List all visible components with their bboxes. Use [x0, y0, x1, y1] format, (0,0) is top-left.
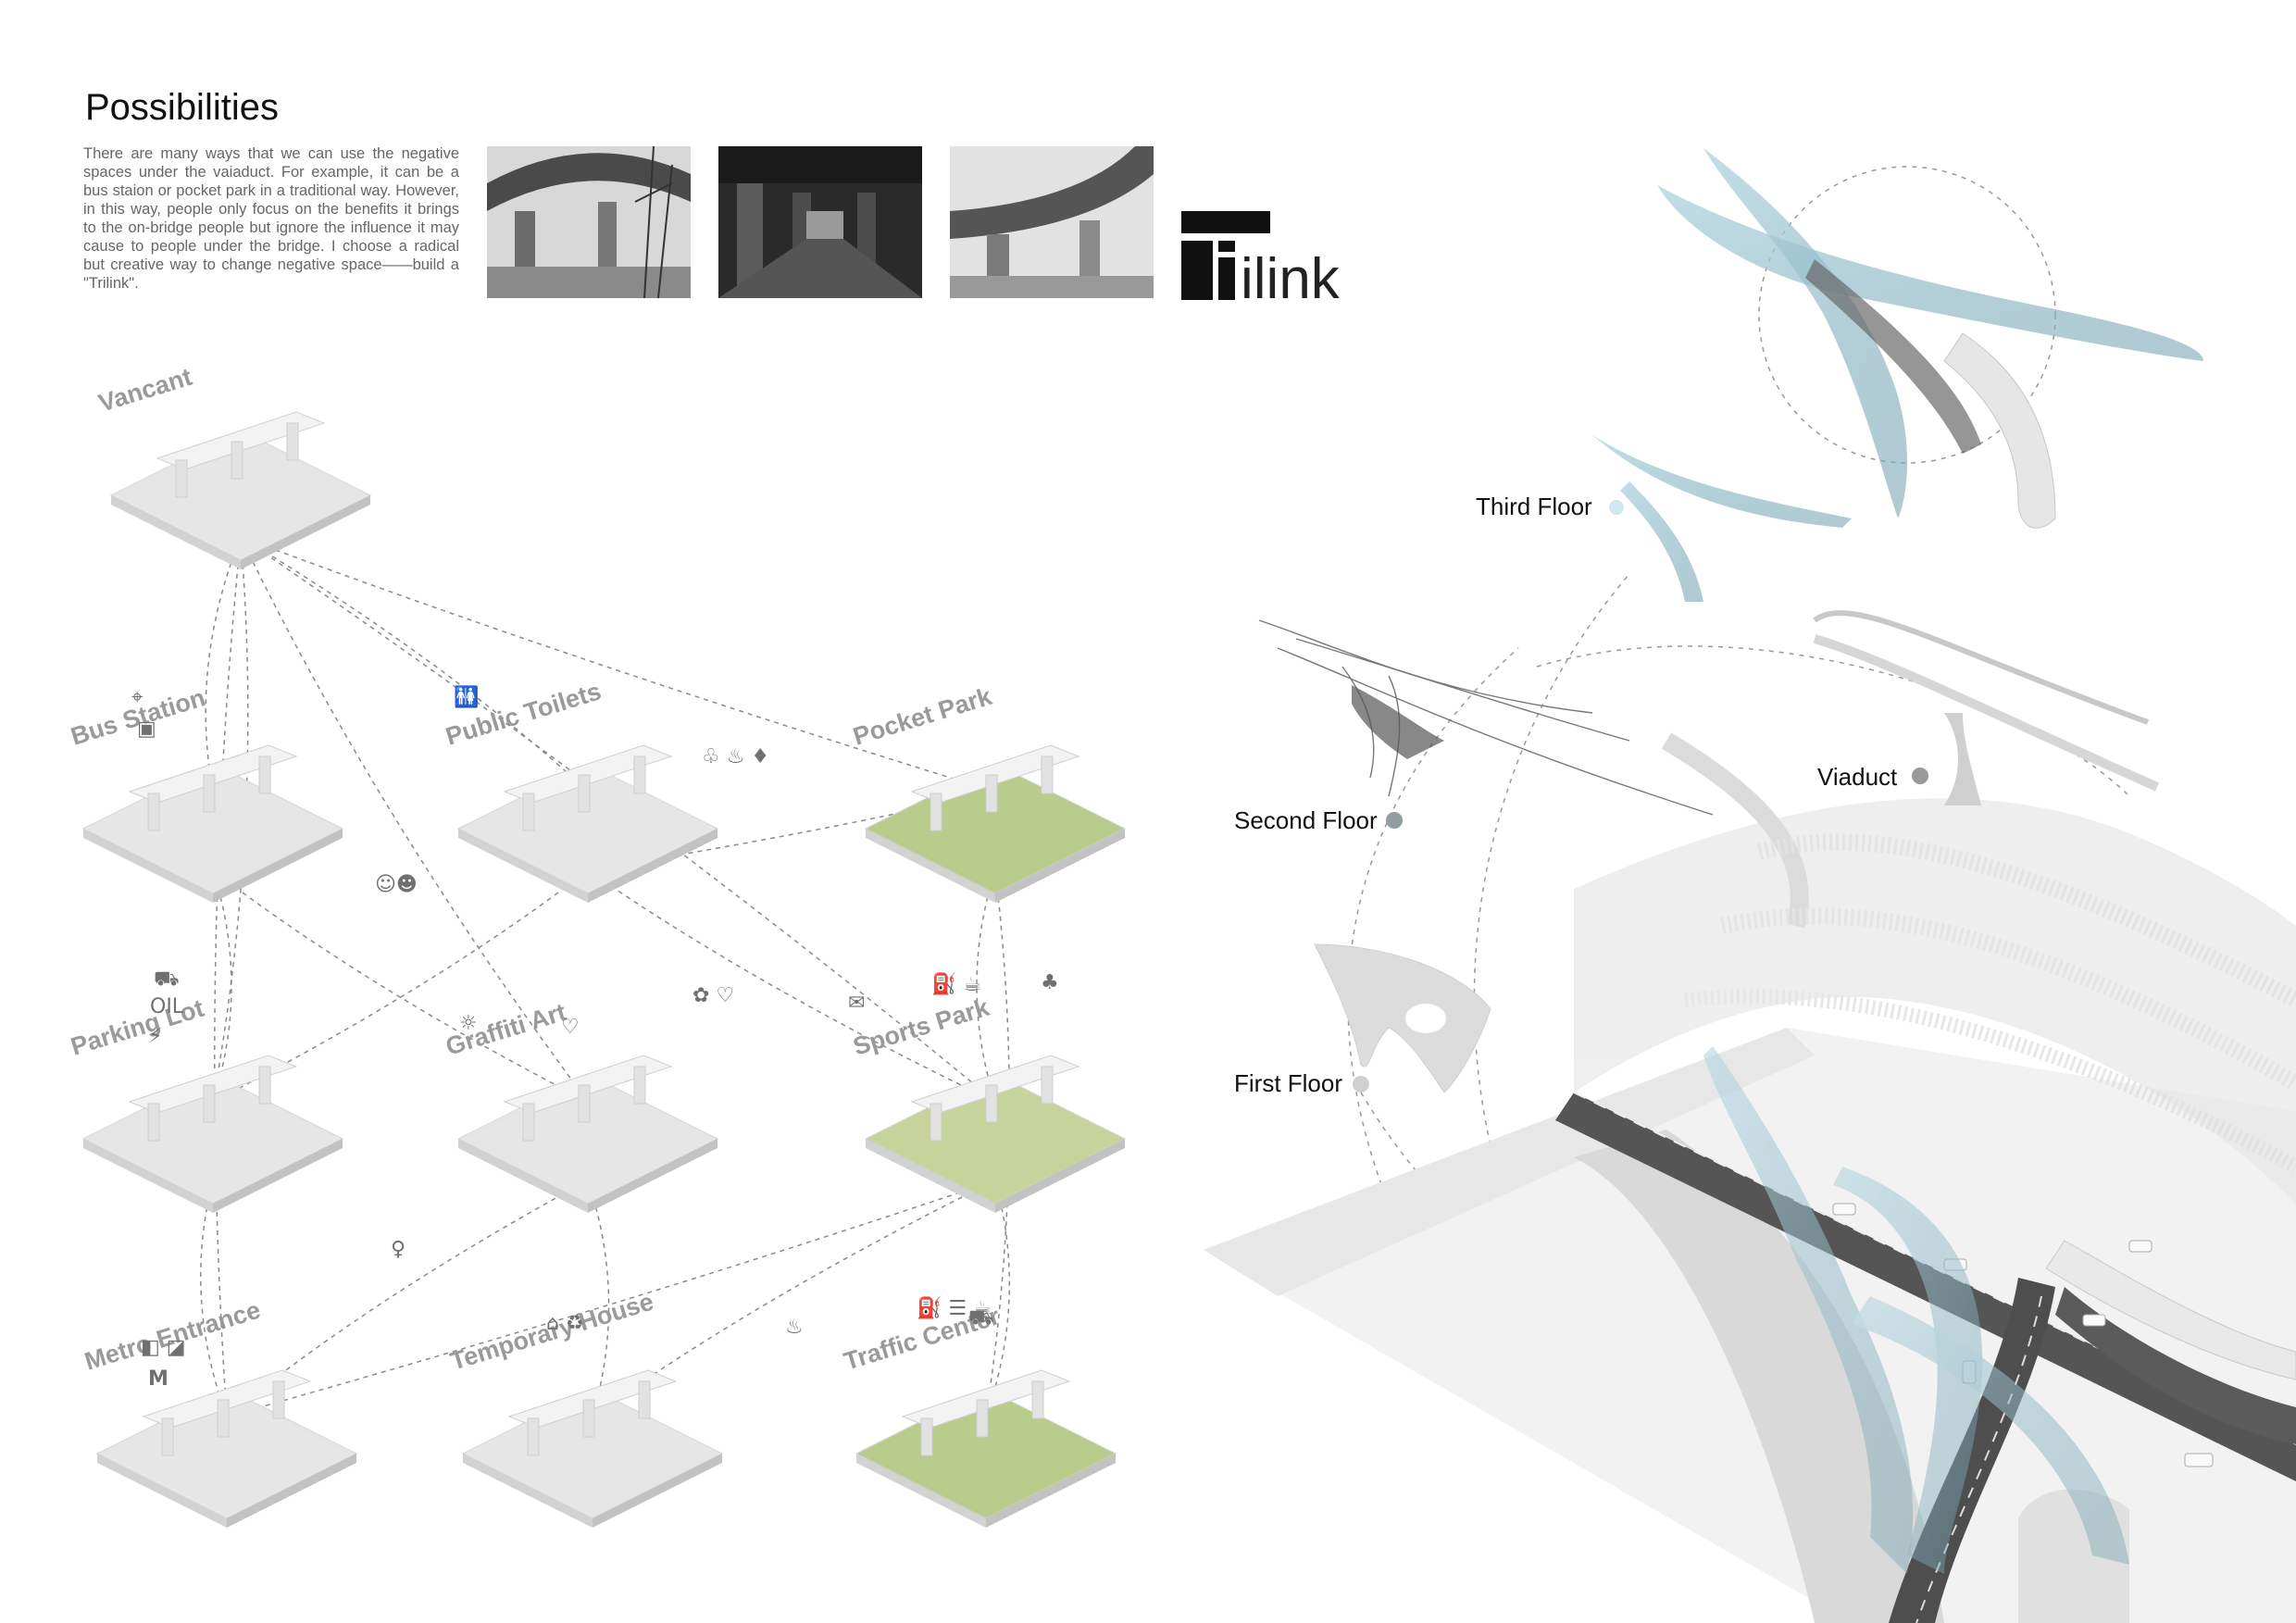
- module-metro: Metro Entrance: [81, 1296, 358, 1528]
- connection-links: [200, 536, 1011, 1417]
- module-label-vacant: Vancant: [95, 363, 195, 418]
- exploded-axonometric: Third Floor Second Floor First Floor Via…: [1204, 148, 2296, 1623]
- link-bus-parking: [212, 869, 232, 1103]
- sale-home-recycle-icon: ⌂ ♻: [546, 1312, 584, 1335]
- link-icons: ⌖ ▣ 🚻 ♧ ♨ ♦ ☺☻ ⛟ OIL ⚡ ☼ ♡ ✿ ♡ ✉ ⛽ ☕ ♣ ♀…: [131, 685, 1059, 1391]
- link-graffiti-temporary: [587, 1180, 610, 1417]
- fuel-wifi-coffee-icon: ⛽ ☰ ☕: [917, 1296, 992, 1320]
- floor-label-second: Second Floor: [1234, 806, 1403, 834]
- floor-label-first-text: First Floor: [1234, 1069, 1342, 1097]
- link-pocket-traffic: [985, 869, 1011, 1417]
- module-traffic: Traffic Center: [841, 1302, 1117, 1528]
- fuel-cup-icon: ⛽ ☕: [931, 972, 981, 996]
- location-pin-icon: ⌖: [131, 686, 143, 709]
- tree-person-icon: ♣: [1041, 971, 1059, 994]
- link-pocket-sports: [976, 869, 996, 1103]
- ev-charge-icon: ⚡: [148, 1025, 162, 1048]
- link-vacant-pocket: [240, 536, 996, 793]
- viaduct-photo-underpass: [718, 146, 922, 298]
- metro-m-icon: M: [148, 1367, 168, 1391]
- module-vacant: Vancant: [95, 363, 372, 569]
- viaduct-photo-curve: [487, 146, 691, 298]
- link-vacant-graffiti: [240, 536, 589, 1103]
- module-temporary: Temporary House: [447, 1288, 724, 1528]
- floor-dot-first: [1353, 1076, 1369, 1092]
- floor-label-third: Third Floor: [1476, 493, 1624, 520]
- module-sports: Sports Park: [850, 993, 1127, 1213]
- trilink-logo: ilink: [1178, 209, 1400, 311]
- bus-icon: ▣: [137, 718, 156, 741]
- kettle-icon: ♨: [785, 1316, 804, 1339]
- floor-label-second-text: Second Floor: [1234, 806, 1378, 834]
- floor-dot-third: [1609, 500, 1624, 515]
- oil-label-icon: OIL: [150, 995, 184, 1018]
- link-vacant-metro: [214, 536, 242, 1417]
- module-graffiti: Graffiti Art: [443, 998, 719, 1213]
- module-toilets: Public Toilets: [443, 677, 719, 903]
- module-label-parking: Parking Lot: [68, 994, 207, 1061]
- floor-dot-second: [1386, 812, 1403, 829]
- photo-signs-icon: ◧ ◪: [141, 1336, 186, 1359]
- link-bus-graffiti: [212, 869, 589, 1103]
- paw-hand-icon: ✿ ♡: [693, 984, 734, 1007]
- link-parking-metro: [200, 1180, 228, 1417]
- floor-label-third-text: Third Floor: [1476, 493, 1592, 520]
- heart-hand-icon: ♡: [561, 1016, 580, 1039]
- viaduct-photo-ramp: [950, 146, 1154, 298]
- faucet-toilet-icon: 🚻: [454, 685, 479, 709]
- person-walk-icon: ♀: [391, 1238, 406, 1261]
- module-label-sports: Sports Park: [850, 993, 993, 1060]
- car-icon: ⛟: [154, 968, 180, 991]
- link-vacant-bus: [205, 536, 242, 793]
- link-sports-traffic: [985, 1180, 1011, 1417]
- module-bus: Bus Station: [68, 683, 344, 903]
- floor-dot-viaduct: [1912, 768, 1928, 784]
- module-pocket: Pocket Park: [850, 682, 1127, 903]
- taxi-icon: ⛟: [968, 1306, 994, 1330]
- link-vacant-toilets: [240, 536, 589, 793]
- intro-paragraph: There are many ways that we can use the …: [83, 145, 459, 292]
- theater-masks-icon: ☺☻: [375, 873, 418, 896]
- link-sports-metro: [226, 1180, 996, 1417]
- floor-label-first: First Floor: [1234, 1069, 1369, 1097]
- chat-icon: ✉: [848, 992, 865, 1015]
- floor-label-viaduct: Viaduct: [1817, 763, 1928, 791]
- hands-leaf-water-icon: ♧ ♨ ♦: [702, 745, 769, 768]
- link-toilets-sports: [587, 869, 996, 1103]
- logo-text: ilink: [1241, 247, 1341, 302]
- lightbulb-head-icon: ☼: [459, 1012, 478, 1035]
- mesh-canopy: [1574, 732, 2296, 1204]
- floor-label-viaduct-text: Viaduct: [1817, 763, 1898, 791]
- module-label-pocket: Pocket Park: [850, 682, 996, 751]
- module-parking: Parking Lot: [68, 994, 344, 1213]
- page-title: Possibilities: [85, 87, 279, 128]
